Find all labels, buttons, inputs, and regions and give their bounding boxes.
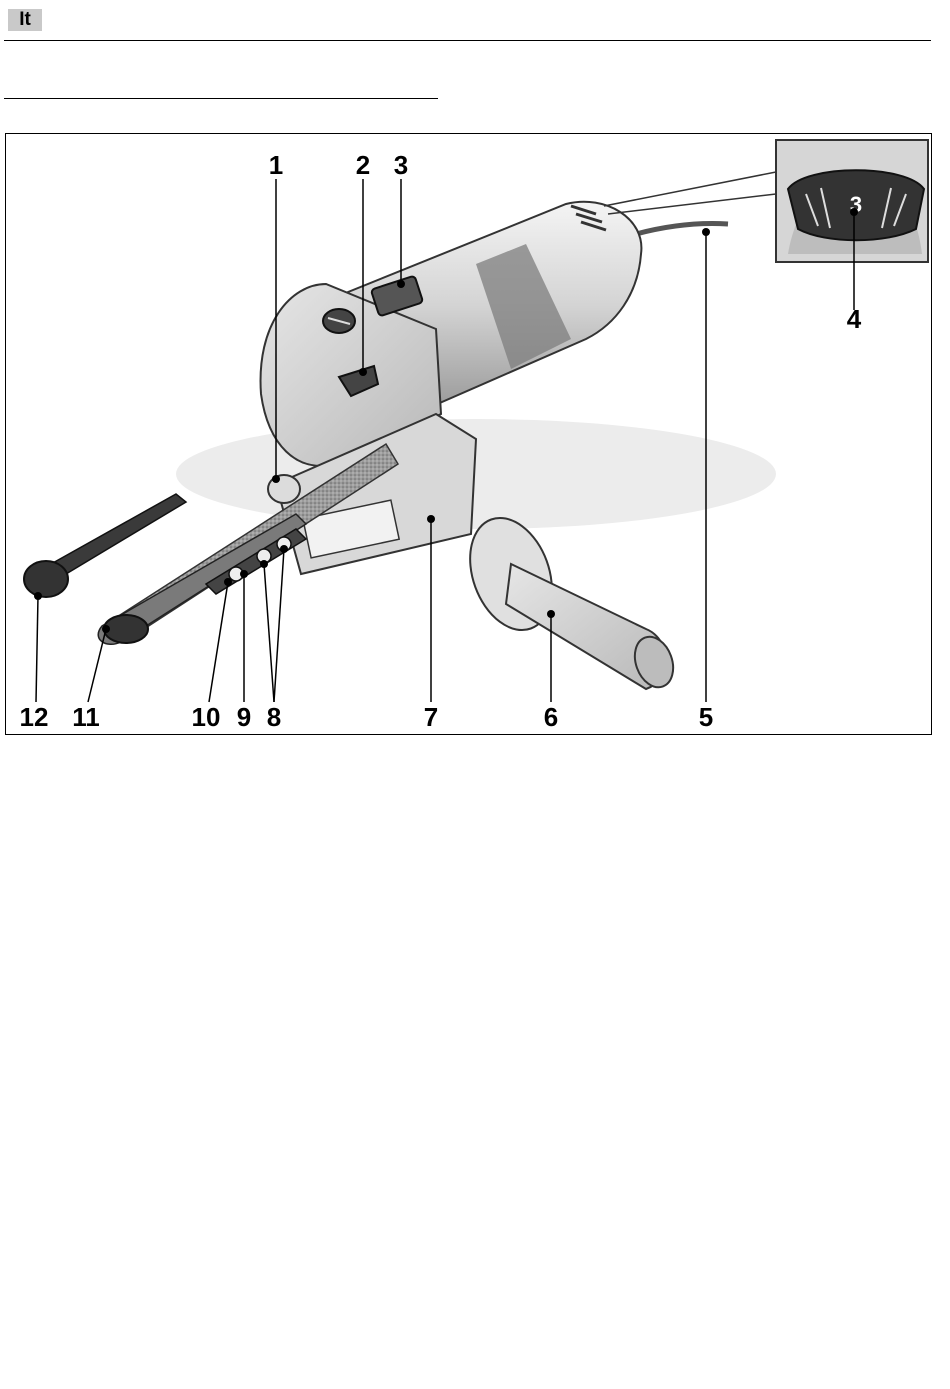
language-badge: It [8,9,42,31]
callout-10: 10 [192,702,221,732]
inset-pointer-line [604,172,776,206]
callout-7: 7 [424,702,438,732]
callout-3: 3 [394,150,408,180]
power-cable [636,223,728,234]
inset-pointer-line [608,194,776,214]
callout-6: 6 [544,702,558,732]
header-rule [4,40,931,41]
callout-8: 8 [267,702,281,732]
callout-4: 4 [847,304,862,334]
floor-shadow [176,419,776,529]
belt-front-roller [104,615,148,643]
product-figure: 3 [5,133,932,735]
callout-9: 9 [237,702,251,732]
section-rule [4,98,438,99]
callout-2: 2 [356,150,370,180]
spare-arm [51,494,186,574]
callout-12: 12 [20,702,49,732]
callout-5: 5 [699,702,713,732]
spare-arm-roller [24,561,68,597]
tool-illustration: 3 [6,134,933,736]
speed-dial-inset: 3 [776,140,928,262]
callout-1: 1 [269,150,283,180]
callout-11: 11 [72,702,100,732]
